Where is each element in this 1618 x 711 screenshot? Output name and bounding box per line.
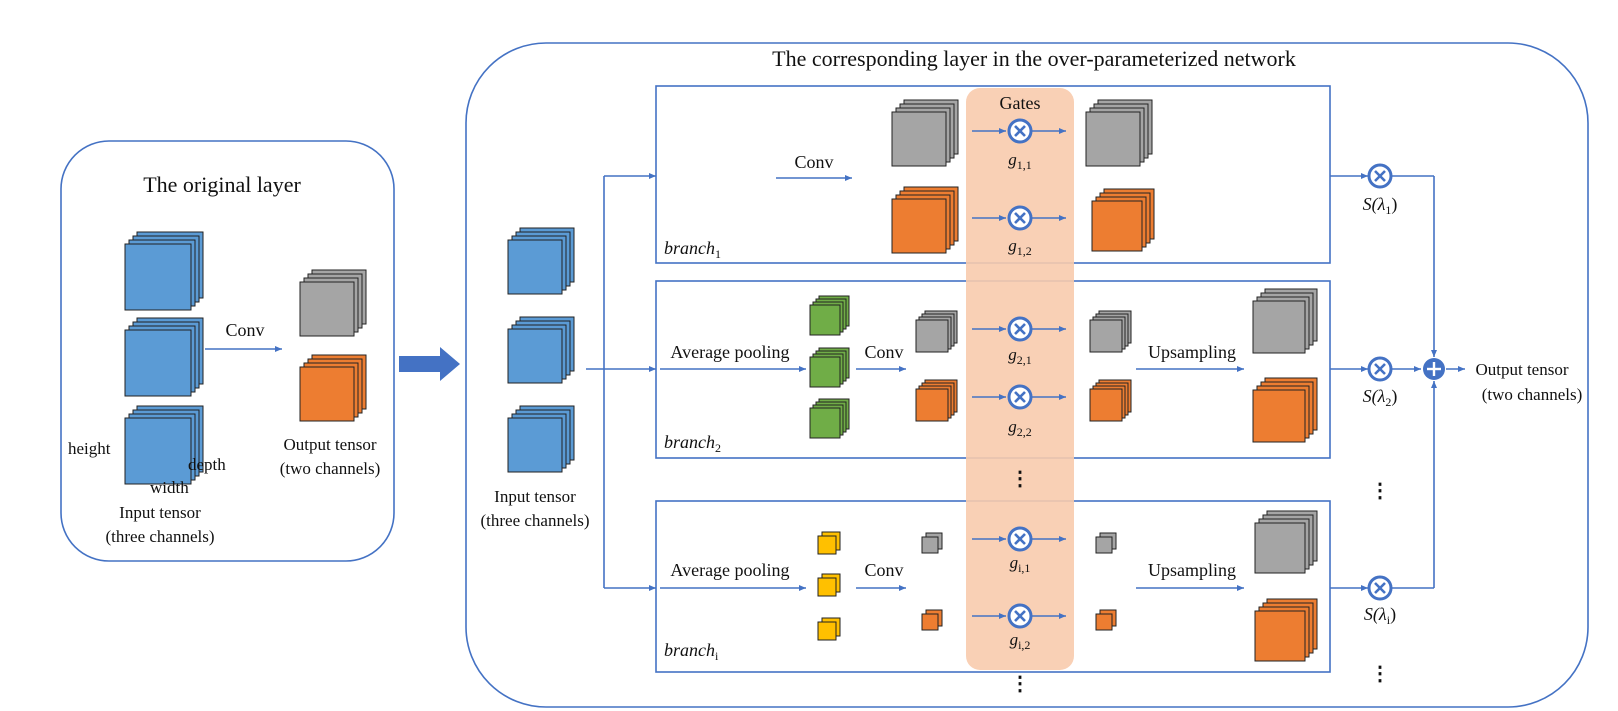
- original-output-label-line2: (two channels): [280, 459, 381, 478]
- branch-i-pooled-yellow-3: [817, 617, 841, 641]
- original-output-channel-2: [299, 354, 367, 422]
- over-output-label-line1: Output tensor: [1475, 360, 1568, 379]
- branch-1-conv-label: Conv: [794, 152, 833, 172]
- scale-ellipsis-1: ⋮: [1370, 480, 1390, 502]
- gate-2-1-label: g2,1: [1008, 345, 1032, 367]
- original-input-channel-1: [124, 231, 204, 311]
- branch-i-upsampling-label: Upsampling: [1148, 560, 1236, 580]
- over-output-label-line2: (two channels): [1482, 385, 1583, 404]
- scale-2-label: S(λ2): [1363, 386, 1398, 409]
- branch-2-up-orange: [1252, 377, 1318, 443]
- original-output-channel-1: [299, 269, 367, 337]
- branch-2-pooled-green-3: [809, 398, 850, 439]
- branch-i-conv-gray: [921, 532, 943, 554]
- branch-2-label: branch2: [664, 432, 721, 455]
- gates-label: Gates: [1000, 93, 1041, 113]
- gate-2-2-label: g2,2: [1008, 417, 1032, 439]
- branch-i-conv-label: Conv: [864, 560, 903, 580]
- original-input-label-line2: (three channels): [105, 527, 214, 546]
- output-merge-lines: [1330, 173, 1465, 591]
- branch-i-conv-orange: [921, 609, 943, 631]
- branch-2-pooled-green-2: [809, 347, 850, 388]
- gates-ellipsis: ⋮: [1010, 468, 1030, 490]
- over-input-channel-2: [507, 316, 575, 384]
- sum-icon: [1423, 358, 1445, 380]
- branch-1-conv-gray: [891, 99, 959, 167]
- transform-arrow-icon: [399, 347, 460, 381]
- gate-i-1-multiply-icon: [1007, 526, 1033, 552]
- branch-1-label: branch1: [664, 238, 721, 261]
- gate-i-2-multiply-icon: [1007, 603, 1033, 629]
- branch-2-gated-orange: [1089, 379, 1132, 422]
- scale-ellipsis-2: ⋮: [1370, 663, 1390, 685]
- original-conv-label: Conv: [225, 320, 264, 340]
- original-layer-panel: [60, 140, 395, 562]
- gate-1-1-multiply-icon: [1007, 118, 1033, 144]
- gate-1-1-label: g1,1: [1008, 150, 1032, 172]
- branch-2-gated-gray: [1089, 310, 1132, 353]
- branch-i-up-gray: [1254, 510, 1318, 574]
- over-parameterized-title: The corresponding layer in the over-para…: [772, 46, 1296, 71]
- branch-2-upsampling-label: Upsampling: [1148, 342, 1236, 362]
- over-input-channel-1: [507, 227, 575, 295]
- depth-label: depth: [188, 455, 226, 474]
- over-input-label-line2: (three channels): [480, 511, 589, 530]
- branch-i-gated-gray: [1095, 532, 1117, 554]
- scale-2-multiply-icon: [1367, 356, 1393, 382]
- branch-i-gated-orange: [1095, 609, 1117, 631]
- gate-1-2-label: g1,2: [1008, 236, 1032, 258]
- original-input-channel-2: [124, 317, 204, 397]
- scale-i-multiply-icon: [1367, 575, 1393, 601]
- gates-band: [966, 88, 1074, 670]
- original-output-tensor: [299, 269, 367, 422]
- gate-i-2-label: gi,2: [1010, 630, 1031, 652]
- gate-2-2-multiply-icon: [1007, 384, 1033, 410]
- branch-1-gated-gray: [1085, 99, 1153, 167]
- branch-i-up-orange: [1254, 598, 1318, 662]
- over-input-label-line1: Input tensor: [494, 487, 576, 506]
- branch-i-pooled-yellow-1: [817, 531, 841, 555]
- branch-2-conv-gray: [915, 310, 958, 353]
- branch-i-pool-label: Average pooling: [670, 560, 789, 580]
- branch-2-conv-label: Conv: [864, 342, 903, 362]
- scale-i-label: S(λi): [1364, 604, 1396, 627]
- branch-1-gated-orange: [1091, 188, 1155, 252]
- scale-1-label: S(λ1): [1363, 194, 1398, 217]
- original-output-label-line1: Output tensor: [283, 435, 376, 454]
- scale-1-multiply-icon: [1367, 163, 1393, 189]
- original-input-channel-3: [124, 405, 204, 485]
- branch-i-pooled-yellow-2: [817, 573, 841, 597]
- width-label: width: [150, 478, 189, 497]
- branch-2-pooled-green-1: [809, 295, 850, 336]
- branch-i-label: branchi: [664, 640, 719, 663]
- height-label: height: [68, 439, 111, 458]
- bottom-ellipsis: ⋮: [1010, 673, 1030, 695]
- over-input-tensor: [507, 227, 575, 473]
- branch-2-up-gray: [1252, 288, 1318, 354]
- branch-2-pool-label: Average pooling: [670, 342, 789, 362]
- gate-1-2-multiply-icon: [1007, 205, 1033, 231]
- input-split-lines: [586, 173, 656, 591]
- gate-2-1-multiply-icon: [1007, 316, 1033, 342]
- branch-1-conv-orange: [891, 186, 959, 254]
- branch-2-conv-orange: [915, 379, 958, 422]
- gate-i-1-label: gi,1: [1010, 553, 1031, 575]
- original-input-label-line1: Input tensor: [119, 503, 201, 522]
- over-input-channel-3: [507, 405, 575, 473]
- original-input-tensor: [124, 231, 204, 485]
- original-layer-title: The original layer: [143, 172, 301, 197]
